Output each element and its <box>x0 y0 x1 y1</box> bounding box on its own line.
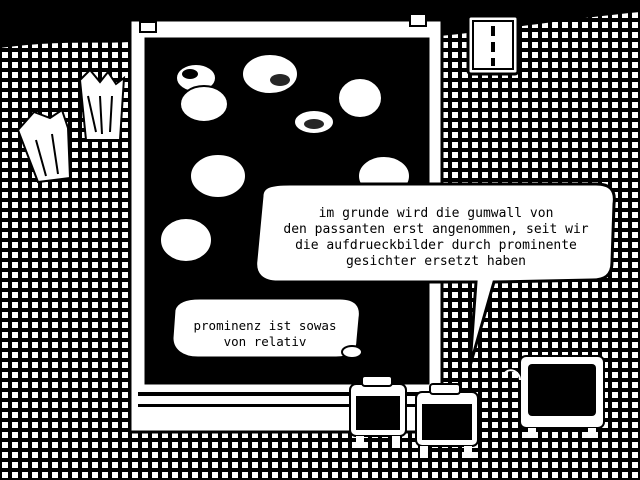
gum-blob-2 <box>179 85 229 123</box>
reply-bubble <box>170 296 363 360</box>
gum-blob-6 <box>189 153 247 199</box>
trash-bin-right <box>415 383 479 458</box>
gum-blob-5 <box>293 109 335 135</box>
gum-blob-8 <box>159 217 213 263</box>
speech-bubble <box>254 182 616 367</box>
gum-blob-4 <box>337 77 383 119</box>
bush-plant-upper <box>78 68 126 141</box>
generator-machine <box>503 355 605 438</box>
speech-bubble-text: im grunde wird die gumwall von den passa… <box>283 206 589 269</box>
gum-blob-3 <box>241 53 299 95</box>
trash-bin-left <box>349 375 407 448</box>
road-sign <box>466 14 520 76</box>
bush-plant-lower <box>16 108 72 184</box>
reply-bubble-text: prominenz ist sowas von relativ <box>193 318 337 349</box>
